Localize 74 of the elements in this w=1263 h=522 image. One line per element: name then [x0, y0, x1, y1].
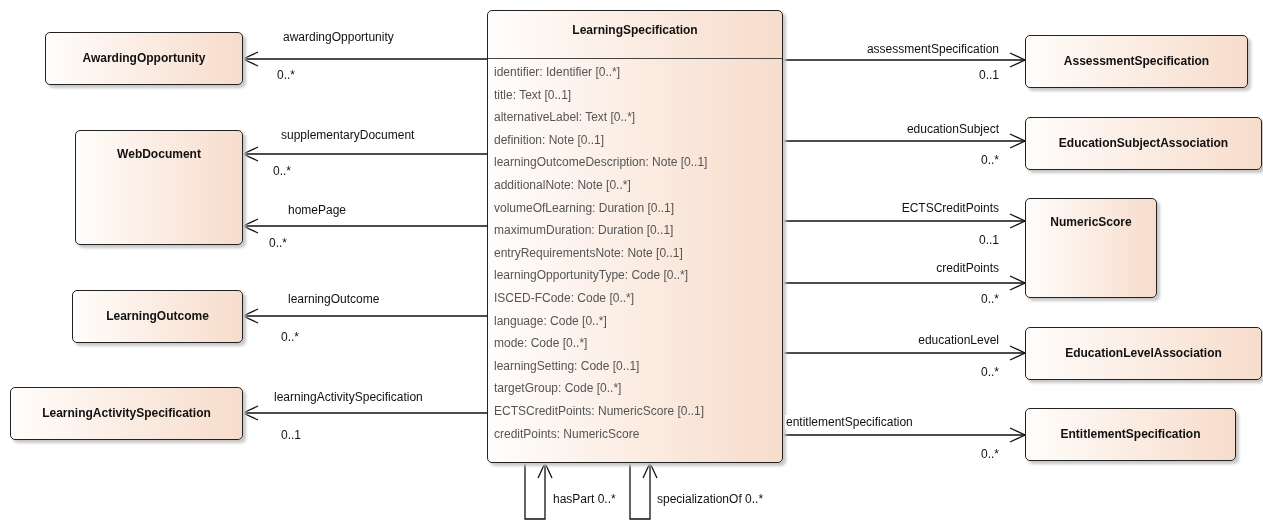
association-arrow [782, 52, 1026, 68]
class-name: LearningOutcome [105, 308, 210, 323]
role-label: homePage [287, 203, 348, 217]
attribute-text: learningSetting: Code [0..1] [494, 358, 640, 373]
role-label: hasPart 0..* [552, 492, 617, 506]
class-box [10, 387, 243, 440]
class-box [487, 10, 783, 463]
class-box [45, 32, 243, 85]
multiplicity-label: 0..* [268, 236, 288, 250]
association-arrow [782, 345, 1026, 361]
class-name: WebDocument [116, 147, 202, 161]
association-arrow [242, 146, 488, 162]
role-label: specializationOf 0..* [656, 492, 765, 506]
attribute-text: additionalNote: Note [0..*] [494, 178, 631, 192]
multiplicity-label: 0..* [980, 292, 1000, 306]
association-arrow [782, 133, 1026, 149]
role-label: awardingOpportunity [282, 30, 395, 44]
association-arrow [524, 462, 553, 520]
role-label: learningActivitySpecification [273, 390, 424, 404]
association-arrow [242, 405, 488, 421]
attribute-text: learningOutcomeDescription: Note [0..1] [494, 155, 708, 170]
attribute-text: ISCED-FCode: Code [0..*] [494, 291, 635, 305]
class-box [1025, 408, 1236, 461]
association-arrow [782, 275, 1026, 291]
attribute-text: mode: Code [0..*] [494, 336, 588, 351]
role-label: educationLevel [917, 333, 1000, 347]
multiplicity-label: 0..* [276, 68, 296, 82]
class-box [75, 130, 243, 245]
attribute-text: volumeOfLearning: Duration [0..1] [494, 200, 675, 215]
association-arrow [242, 218, 488, 234]
role-label: creditPoints [935, 261, 1000, 275]
role-label: assessmentSpecification [865, 42, 1000, 56]
class-name: EntitlementSpecification [1059, 426, 1202, 441]
multiplicity-label: 0..1 [280, 428, 302, 442]
association-arrow [782, 427, 1026, 443]
role-label: supplementaryDocument [280, 128, 416, 142]
class-name: EducationSubjectAssociation [1057, 135, 1230, 150]
multiplicity-label: 0..* [980, 153, 1000, 167]
attribute-text: entryRequirementsNote: Note [0..1] [494, 245, 683, 260]
attribute-text: identifier: Identifier [0..*] [494, 65, 621, 79]
role-label: ECTSCreditPoints [900, 201, 1000, 215]
attribute-text: title: Text [0..1] [494, 87, 572, 102]
class-name: AwardingOpportunity [81, 50, 207, 65]
association-arrow [242, 51, 488, 67]
attribute-text: language: Code [0..*] [494, 313, 607, 328]
class-box [1025, 198, 1157, 298]
attribute-text: learningOpportunityType: Code [0..*] [494, 268, 689, 283]
attribute-text: creditPoints: NumericScore [494, 426, 640, 441]
association-arrow [629, 462, 658, 520]
class-name: EducationLevelAssociation [1064, 345, 1223, 360]
class-name: AssessmentSpecification [1062, 53, 1211, 68]
class-box [72, 290, 243, 343]
class-box [1025, 117, 1262, 170]
class-box [1025, 327, 1262, 380]
attribute-text: definition: Note [0..1] [494, 132, 605, 147]
association-arrow [782, 213, 1026, 229]
multiplicity-label: 0..1 [978, 68, 1000, 82]
multiplicity-label: 0..1 [978, 233, 1000, 247]
attribute-text: alternativeLabel: Text [0..*] [494, 110, 636, 125]
multiplicity-label: 0..* [980, 447, 1000, 461]
attribute-text: targetGroup: Code [0..*] [494, 381, 622, 396]
attribute-text: ECTSCreditPoints: NumericScore [0..1] [494, 404, 705, 418]
role-label: learningOutcome [287, 292, 381, 306]
class-name: NumericScore [1049, 215, 1133, 229]
association-arrow [242, 308, 488, 324]
role-label: entitlementSpecification [785, 415, 914, 429]
multiplicity-label: 0..* [980, 365, 1000, 379]
multiplicity-label: 0..* [280, 330, 300, 344]
class-box [1025, 35, 1248, 88]
attribute-text: maximumDuration: Duration [0..1] [494, 223, 674, 238]
multiplicity-label: 0..* [272, 164, 292, 178]
class-name: LearningActivitySpecification [41, 405, 212, 420]
class-name: LearningSpecification [571, 23, 699, 37]
role-label: educationSubject [905, 122, 1000, 136]
